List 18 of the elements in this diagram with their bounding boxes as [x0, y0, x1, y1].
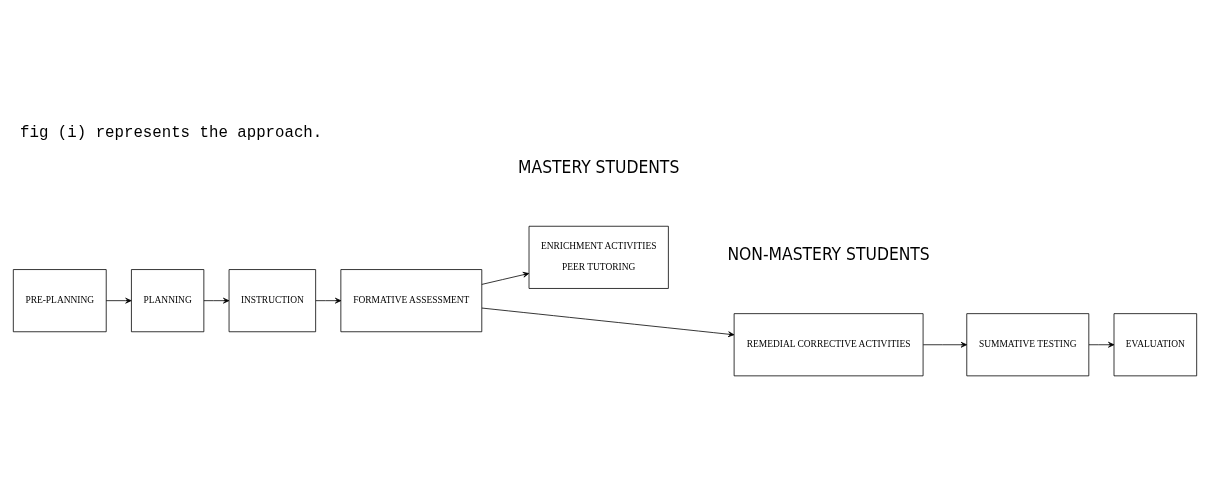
label: NON-MASTERY STUDENTS	[727, 243, 930, 264]
arrow	[922, 341, 967, 348]
node-box: EVALUATION	[1113, 312, 1198, 376]
label: MASTERY STUDENTS	[518, 156, 680, 177]
arrow	[315, 297, 342, 304]
arrow	[203, 297, 230, 304]
node-box: PRE-PLANNING	[12, 268, 107, 332]
node-box: PLANNING	[131, 268, 205, 332]
arrow	[105, 297, 132, 304]
arrow	[481, 307, 735, 337]
arrow	[481, 271, 530, 285]
node-box: SUMMATIVE TESTING	[966, 312, 1090, 376]
node-box: REMEDIAL CORRECTIVE ACTIVITIES	[733, 312, 924, 376]
diagram-title: fig (i) represents the approach.	[20, 123, 323, 142]
node-box: FORMATIVE ASSESSMENT	[340, 268, 483, 332]
node-box: INSTRUCTION	[228, 268, 317, 332]
node-box: ENRICHMENT ACTIVITIES PEER TUTORING	[528, 225, 669, 289]
arrow	[1088, 341, 1115, 348]
